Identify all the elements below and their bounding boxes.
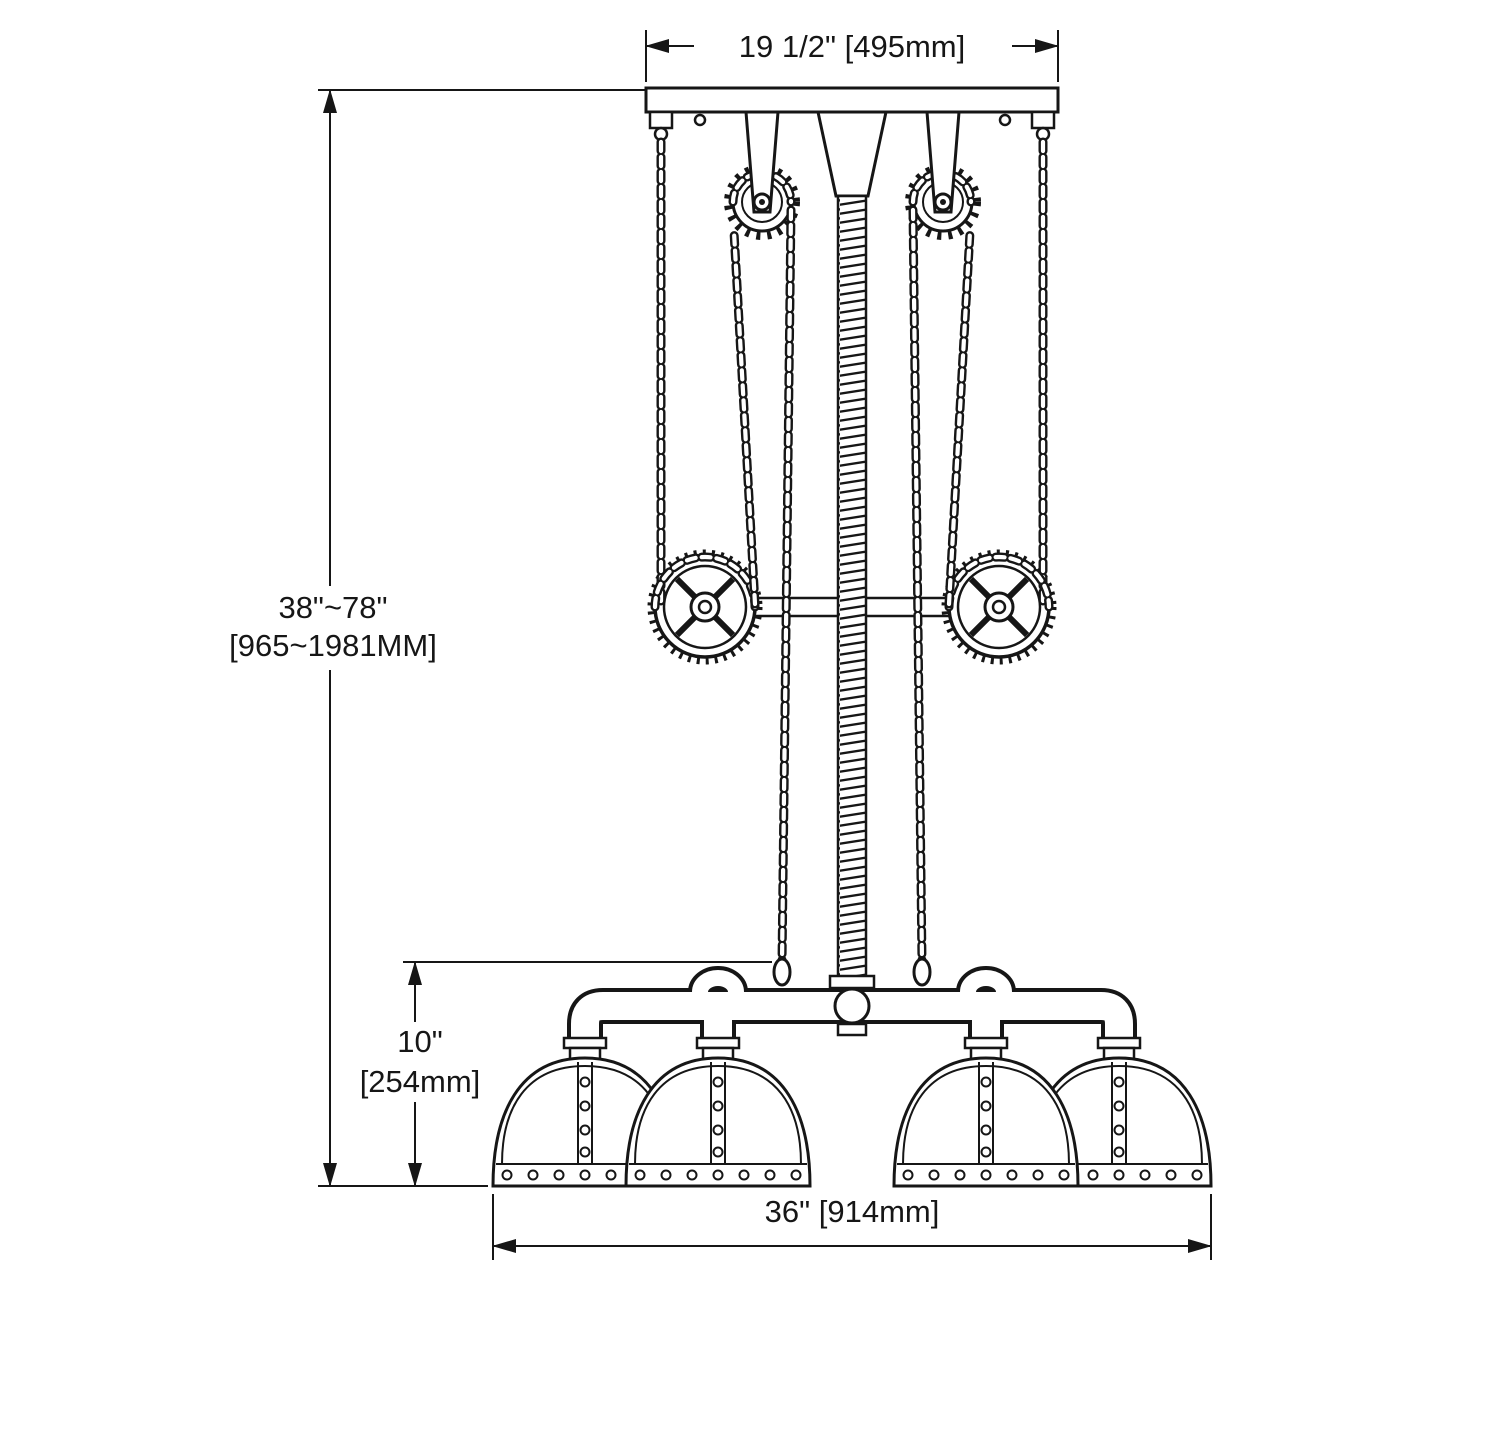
pulley-right-axle-bolt — [991, 599, 1007, 615]
chains-left — [650, 137, 796, 967]
shade-band-rivets — [902, 1169, 1070, 1181]
canopy-bolt-right — [998, 113, 1012, 127]
chain-anchor-left — [648, 110, 674, 130]
shade-cap-upper — [963, 1036, 1009, 1050]
canopy-bolt-left — [693, 113, 707, 127]
shade-height-metric-label: [254mm] — [360, 1064, 481, 1099]
shade-dome-inner-line — [902, 1064, 1070, 1165]
chain-anchor-right — [1030, 110, 1056, 130]
pulley-left-spokes — [674, 576, 736, 638]
pulley-left-axle-bolt — [697, 599, 713, 615]
pulley-right-hub — [983, 591, 1015, 623]
canopy-plate — [644, 86, 1060, 114]
sprocket-right-teeth — [905, 164, 981, 240]
pulley-right-inner-rim — [956, 564, 1042, 650]
dimension-fixture-width: 36" [914mm] — [492, 1194, 1212, 1260]
pulley-left-hub — [689, 591, 721, 623]
sprocket-left-axle-pin — [759, 199, 765, 205]
canopy-width-label: 19 1/2" [495mm] — [739, 29, 965, 64]
ceiling-canopy — [644, 86, 1060, 198]
sprocket-hanger-left-bracket — [744, 110, 780, 214]
sprocket-hanger-right — [925, 110, 961, 214]
shade-cap-upper — [1096, 1036, 1142, 1050]
shade-rib-rivets — [579, 1076, 591, 1158]
coiled-cable — [836, 194, 868, 986]
chain-right-rise-inner — [946, 229, 973, 607]
chain-right-fixture-drop-inner — [910, 207, 925, 965]
sprocket-hanger-right-bracket — [925, 110, 961, 214]
center-nut — [836, 1022, 868, 1037]
shade-cap-upper — [562, 1036, 608, 1050]
chain-link-right — [912, 957, 932, 987]
chain-link-left — [772, 957, 792, 987]
pulley-wheel-left — [647, 549, 763, 665]
pipe-assembly — [567, 957, 1137, 1044]
sprocket-right-axle-pin — [940, 199, 946, 205]
center-collar — [828, 974, 876, 990]
sprocket-left-teeth — [724, 164, 800, 240]
shade-rib-rivets — [980, 1076, 992, 1158]
sprocket-hanger-left — [744, 110, 780, 214]
pulley-left-inner-rim — [662, 564, 748, 650]
shade-rib-rivets — [1113, 1076, 1125, 1158]
shade-cap-upper — [695, 1036, 741, 1050]
shade-height-label: 10" — [397, 1024, 443, 1059]
shade-band-rivets — [634, 1169, 802, 1181]
dimension-canopy-width: 19 1/2" [495mm] — [645, 26, 1059, 82]
chain-left-rise-inner — [731, 229, 758, 607]
chain-left-fixture-drop-inner — [779, 207, 794, 965]
shade-rib-rivets — [712, 1076, 724, 1158]
chains-right — [908, 137, 1054, 967]
pulley-right-spokes — [968, 576, 1030, 638]
center-union — [833, 987, 871, 1025]
dimension-shade-height: 10" [254mm] — [352, 961, 772, 1187]
overall-height-label: 38"~78" — [278, 590, 387, 625]
coiled-cable-body — [836, 194, 868, 986]
shade-dome — [624, 1056, 812, 1188]
fixture-width-label: 36" [914mm] — [765, 1194, 940, 1229]
overall-height-metric-label: [965~1981MM] — [229, 628, 437, 663]
dimension-overall-height: 38"~78" [965~1981MM] — [222, 89, 646, 1187]
shade-inner-left — [624, 1036, 812, 1188]
shade-dome-inner-line — [634, 1064, 802, 1165]
shade-inner-right — [892, 1036, 1080, 1188]
shade-dome — [892, 1056, 1080, 1188]
center-stem — [816, 110, 888, 198]
